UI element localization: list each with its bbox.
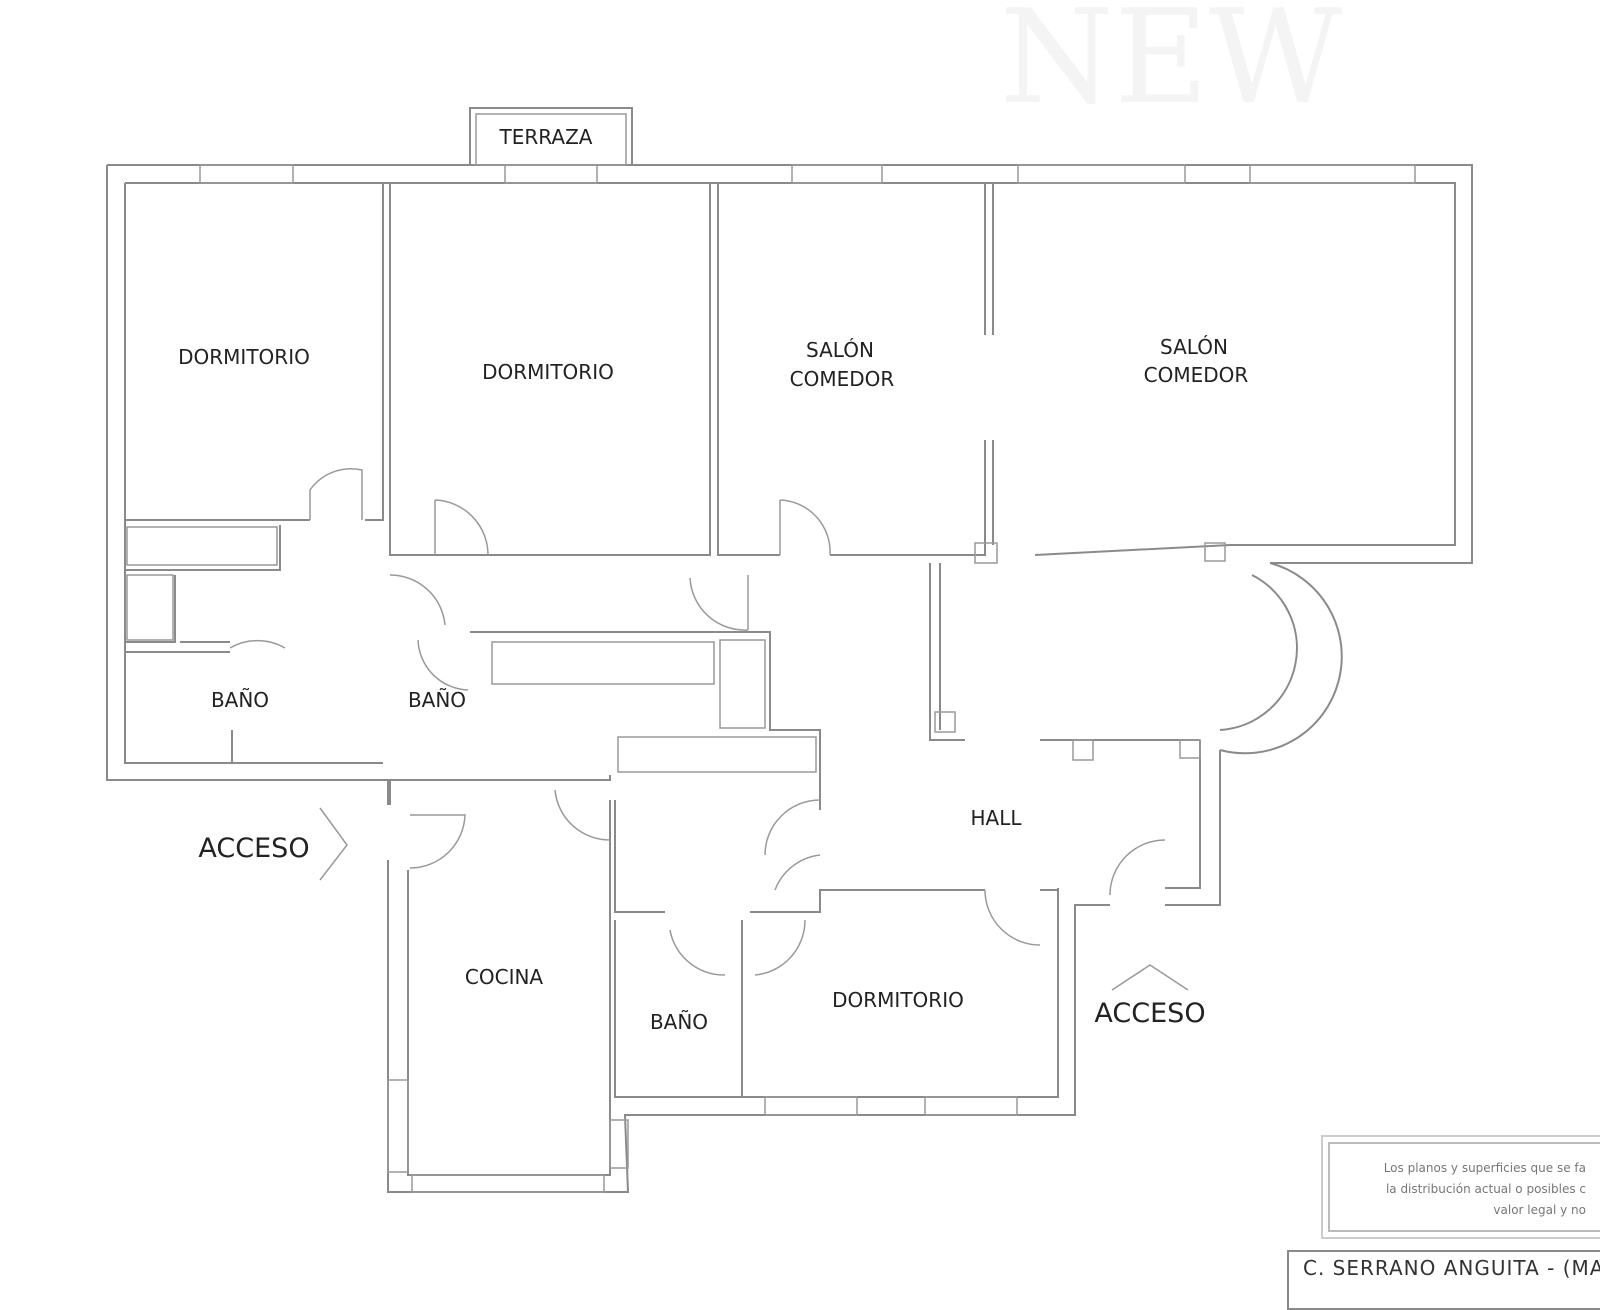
window [764, 1096, 858, 1116]
room-label-cocina: COCINA [465, 965, 544, 989]
window [791, 164, 883, 184]
room-label-bano: BAÑO [211, 688, 269, 712]
watermark: NEW [1000, 0, 1343, 133]
window [199, 164, 294, 184]
disclaimer-note: Los planos y superficies que se fa la di… [1321, 1135, 1600, 1239]
address-box: C. SERRANO ANGUITA - (MADR [1287, 1250, 1600, 1310]
doors [229, 468, 1166, 976]
access-arrow-right [1111, 964, 1189, 991]
wall [741, 888, 1059, 1098]
wall [124, 183, 383, 764]
room-label-bano: BAÑO [408, 688, 466, 712]
room-label-dormitorio: DORMITORIO [178, 345, 310, 369]
window [504, 164, 598, 184]
room-label-dormitorio: DORMITORIO [482, 360, 614, 384]
room-label-bano: BAÑO [650, 1010, 708, 1034]
interior-walls [125, 182, 1231, 1098]
room-label-comedor: COMEDOR [1144, 363, 1249, 387]
wall [387, 860, 1110, 1193]
room-label-comedor: COMEDOR [790, 367, 895, 391]
closets [126, 526, 817, 773]
room-label-terraza: TERRAZA [499, 125, 593, 149]
window [609, 1119, 629, 1169]
note-line: valor legal y no [1493, 1203, 1586, 1217]
inner-wall [125, 182, 1456, 546]
wall [106, 165, 389, 805]
window [1017, 164, 1186, 184]
window [387, 1079, 409, 1173]
outer-wall [107, 164, 1473, 564]
bay-window [1219, 562, 1343, 755]
room-label-salon: SALÓN [1160, 335, 1228, 359]
note-line: Los planos y superficies que se fa [1383, 1161, 1586, 1175]
room-label-salon: SALÓN [806, 338, 874, 362]
note-line: la distribución actual o posibles c [1385, 1182, 1586, 1196]
columns [934, 542, 1226, 761]
access-label-left: ACCESO [198, 833, 309, 864]
wall [1165, 750, 1221, 906]
window [924, 1096, 1018, 1116]
window [1249, 164, 1416, 184]
access-arrow-left [319, 807, 348, 881]
room-label-dormitorio: DORMITORIO [832, 988, 964, 1012]
access-label-right: ACCESO [1094, 998, 1205, 1029]
room-label-hall: HALL [970, 806, 1022, 830]
window [411, 1174, 605, 1193]
wall [1165, 740, 1201, 889]
